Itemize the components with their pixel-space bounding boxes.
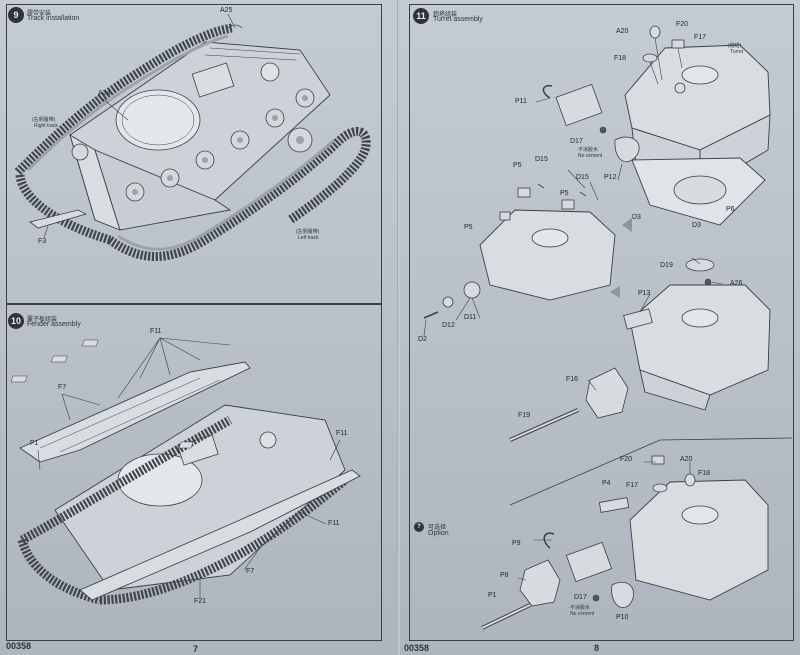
step10-part-f11-mid: F11 [328,520,340,527]
step9-title-cn: 履带安装 [27,11,52,17]
step10-part-f1: F1 [30,440,39,447]
step9-part-a25: A25 [220,7,233,14]
step11-part-p6: P6 [726,206,735,213]
step11-part-f17: F17 [694,34,707,41]
step11-no-cement-cn: 不涂胶水 [578,147,599,153]
option-no-cement-cn: 不涂胶水 [570,605,591,611]
step11-turret-cn: (炮塔) [728,43,742,49]
fender-top-shape [19,361,251,463]
option-part-f17: F17 [626,482,639,489]
step11-part-p13: P13 [638,290,651,297]
option-part-p1: P1 [488,592,497,599]
step10-title-en: Fender assembly [27,321,81,328]
step10-part-f7-bottom: F7 [246,568,255,575]
step11-part-d15-a: D15 [535,156,548,163]
step11-part-d19: D19 [660,262,673,269]
step9-part-a24: A24 [98,90,111,97]
step11-part-d15-b: D15 [576,174,589,181]
option-part-d17: D17 [574,594,587,601]
option-part-p10: P10 [616,614,629,621]
step11-part-f19: F19 [518,412,531,419]
step9-title-en: Track installation [27,15,80,22]
left-page-code: 00358 [6,641,32,651]
left-track-shape [107,126,371,261]
step11-part-d11: D11 [464,314,477,321]
step10-part-f11-top: F11 [150,328,162,335]
option-part-p4: P4 [602,480,611,487]
step10-badge: 10 [8,313,24,329]
step11-part-p11: P11 [515,98,527,105]
option-badge: ? [414,522,424,532]
step10-tank-drawing [10,337,361,605]
step11-part-d3-right: D3 [692,222,701,229]
fender-bottom-shape [79,469,361,601]
step10-frame [6,304,382,641]
step10-part-f7-top: F7 [58,384,67,391]
step11-part-f16: F16 [566,376,579,383]
step11-part-p12: P12 [604,174,617,181]
step11-no-cement-en: No cement [578,153,603,159]
option-part-a20: A20 [680,456,693,463]
step11-part-f20: F20 [676,21,689,28]
right-page: 11 炮塔组装 Turret assembly [400,0,800,655]
step11-title-cn: 炮塔组装 [433,12,458,18]
turret-middle-shape [479,209,616,301]
step11-part-f18: F18 [614,55,627,62]
option-part-p9: P9 [512,540,521,547]
left-page-number: 7 [193,644,199,654]
step11-part-a26: A26 [730,280,743,287]
option-title-en: Option [428,530,449,537]
left-track-note-en: Left track [298,235,319,241]
step11-title-en: Turret assembly [433,16,483,23]
right-track-shape [14,23,233,176]
step11-part-p5-c: P5 [464,224,473,231]
step11-part-d2: D2 [418,336,427,343]
option-part-f20: F20 [620,456,633,463]
step11-part-p5-a: P5 [513,162,522,169]
step11-part-d3-left: D3 [632,214,641,221]
left-page: 9 履带安装 Track installation [0,0,398,655]
step11-frame [409,4,794,641]
right-track-note-cn: (右侧履带) [32,117,56,123]
step11-turret-en: Turret [730,49,744,55]
option-title-cn: 可选择 [428,525,447,531]
step10-title-cn: 翼子板组装 [27,317,58,323]
step9-badge: 9 [8,7,24,23]
step11-badge: 11 [413,8,429,24]
option-turret-shape [629,479,769,601]
right-page-number: 8 [594,643,600,653]
step9-tank-drawing [14,13,371,261]
option-part-f18: F18 [698,470,711,477]
step10-part-f21: F21 [194,598,207,605]
step10-part-f11-right: F11 [336,430,348,437]
option-part-p8: P8 [500,572,509,579]
right-track-note-en: Right track [34,123,58,129]
step9-frame [6,4,382,304]
step11-part-d17: D17 [570,138,583,145]
option-no-cement-en: No cement [570,611,595,617]
step11-turret-drawing [423,25,793,630]
left-track-note-cn: (左侧履带) [296,229,320,235]
right-page-code: 00358 [404,643,430,653]
step11-part-d12: D12 [442,322,455,329]
page-fold [397,0,401,655]
step11-part-p5-b: P5 [560,190,569,197]
step9-part-f3: F3 [38,238,47,245]
step11-part-a20: A20 [616,28,629,35]
